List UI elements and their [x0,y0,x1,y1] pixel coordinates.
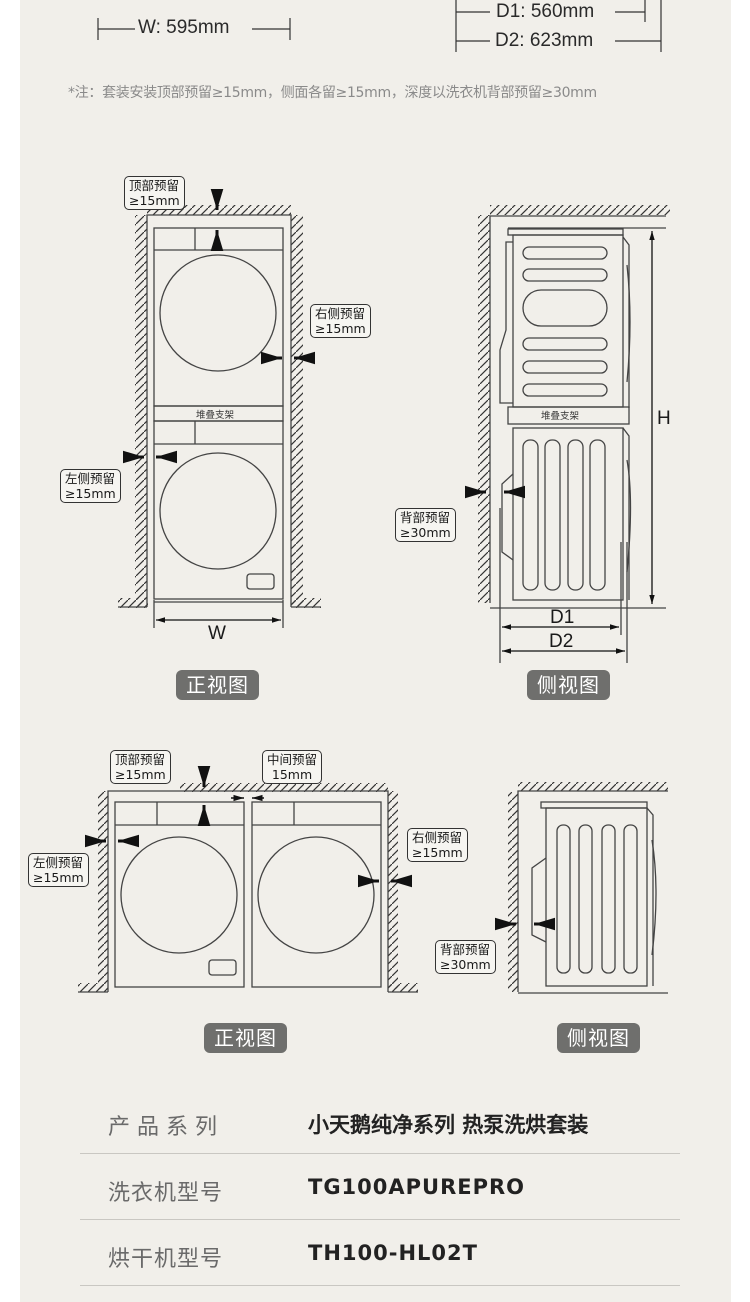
callout-left-clearance-2: 左侧预留 ≥15mm [28,853,89,887]
side-by-side-front-clearance-arrows [85,766,412,888]
height-letter: H [657,408,671,429]
installation-note: *注：套装安装顶部预留≥15mm，侧面各留≥15mm，深度以洗衣机背部预留≥30… [68,85,597,101]
view-label-front: 正视图 [176,670,259,700]
callout-left-clearance: 左侧预留 ≥15mm [60,469,121,503]
depth1-letter: D1 [550,607,575,628]
width-dimension-line [97,18,291,40]
spec-value: TH100-HL02T [308,1241,478,1265]
spec-label: 洗衣机型号 [108,1181,224,1206]
spec-label: 产品系列 [108,1115,225,1140]
spec-row-dryer-model: 烘干机型号 TH100-HL02T [80,1221,680,1286]
stacking-bracket-label: 堆叠支架 [196,410,235,421]
spec-label: 烘干机型号 [108,1247,224,1272]
width-letter: W [208,623,226,644]
callout-back-clearance: 背部预留 ≥30mm [395,508,456,542]
spec-value: 小天鹅纯净系列 热泵洗烘套装 [308,1113,589,1137]
stacked-side-view [478,205,670,663]
depth2-value: D2: 623mm [495,30,594,51]
view-label-front-2: 正视图 [204,1023,287,1053]
depth1-value: D1: 560mm [496,1,595,22]
depth2-letter: D2 [549,631,574,652]
side-by-side-side-view [508,782,668,994]
stacked-front-clearance-arrows [123,189,315,464]
callout-top-clearance-2: 顶部预留 ≥15mm [110,750,171,784]
spec-value: TG100APUREPRO [308,1175,526,1199]
side-by-side-front-view [78,783,418,993]
stacking-bracket-label-side: 堆叠支架 [541,411,580,422]
callout-top-clearance: 顶部预留 ≥15mm [124,176,185,210]
callout-back-clearance-2: 背部预留 ≥30mm [435,940,496,974]
callout-right-clearance: 右侧预留 ≥15mm [310,304,371,338]
view-label-side-2: 侧视图 [557,1023,640,1053]
spec-row-washer-model: 洗衣机型号 TG100APUREPRO [80,1155,680,1220]
depth-dimension-lines [455,0,662,52]
stacked-front-view [118,205,321,628]
callout-middle-clearance: 中间预留 15mm [262,750,323,784]
width-value: W: 595mm [138,17,230,38]
view-label-side: 侧视图 [527,670,610,700]
callout-right-clearance-2: 右侧预留 ≥15mm [407,828,468,862]
spec-row-series: 产品系列 小天鹅纯净系列 热泵洗烘套装 [80,1089,680,1154]
